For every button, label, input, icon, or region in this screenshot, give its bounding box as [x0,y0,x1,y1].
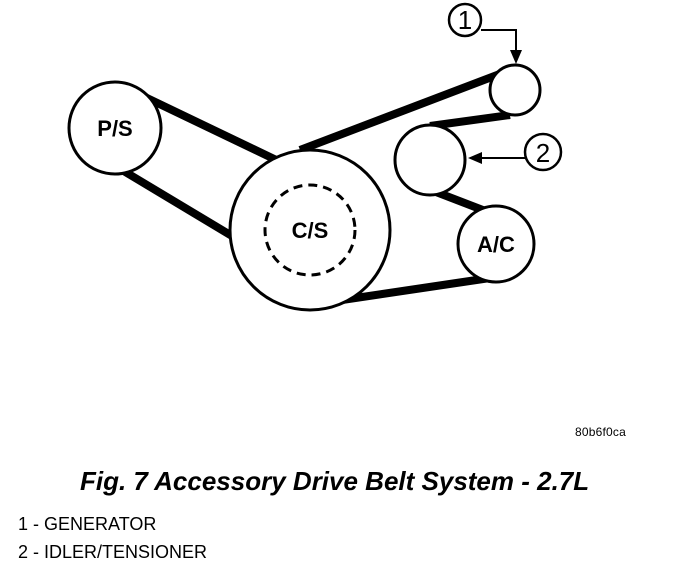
belt-generator-to-idler [429,111,511,130]
callout-2-circle [523,132,563,172]
callout-1-circle [447,2,483,38]
legend-item-number: 1 [18,514,29,534]
figure-id: 80b6f0ca [575,425,626,439]
legend-item-text: IDLER/TENSIONER [44,542,208,562]
callout-2: 2 [468,132,563,172]
ac-pulley-label: A/C [477,232,515,257]
idler-tensioner-pulley [393,123,467,197]
figure-caption: Fig. 7 Accessory Drive Belt System - 2.7… [80,466,590,496]
belt-routing-diagram: P/S C/S A/C 1 2 [67,2,563,312]
legend-item: 1 - GENERATOR [18,510,207,538]
cs-inner-hub [263,183,357,277]
ps-pulley-label: P/S [97,116,132,141]
callout-1-arrowhead [510,50,522,64]
legend-item-separator: - [28,514,45,534]
belt-cs-to-generator [298,68,507,154]
cs-pulley-label: C/S [292,218,329,243]
ps-pulley [67,80,163,176]
generator-pulley [488,63,542,117]
legend-item-text: GENERATOR [44,514,157,534]
belt-ac-to-cs [341,274,491,304]
callout-1: 1 [447,2,522,64]
legend-item: 2 - IDLER/TENSIONER [18,538,207,566]
cs-pulley [228,148,392,312]
ac-pulley [456,204,536,284]
legend-item-separator: - [28,542,45,562]
callout-2-arrowhead [468,152,482,164]
callout-2-number: 2 [536,138,550,168]
legend: 1 - GENERATOR 2 - IDLER/TENSIONER [18,510,207,566]
legend-item-number: 2 [18,542,29,562]
callout-1-number: 1 [458,5,472,35]
callout-1-leader [481,29,517,52]
